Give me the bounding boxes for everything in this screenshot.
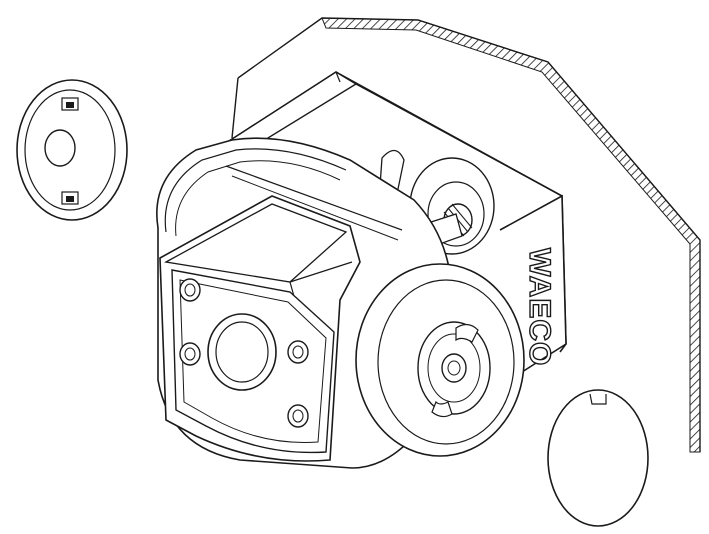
side-pivot-disc [355,263,525,457]
screw-bottom-right [287,404,309,428]
screw-top-left [179,278,201,302]
screw-bottom-left [179,342,201,366]
brand-logo: WAECO [522,247,556,367]
camera-front-plate [159,195,361,462]
screw-top-right [287,340,309,364]
mounting-wall [231,17,701,453]
right-cover-disc [547,389,649,527]
brand-logo-text: WAECO [523,248,556,366]
left-cover-disc [16,79,128,221]
